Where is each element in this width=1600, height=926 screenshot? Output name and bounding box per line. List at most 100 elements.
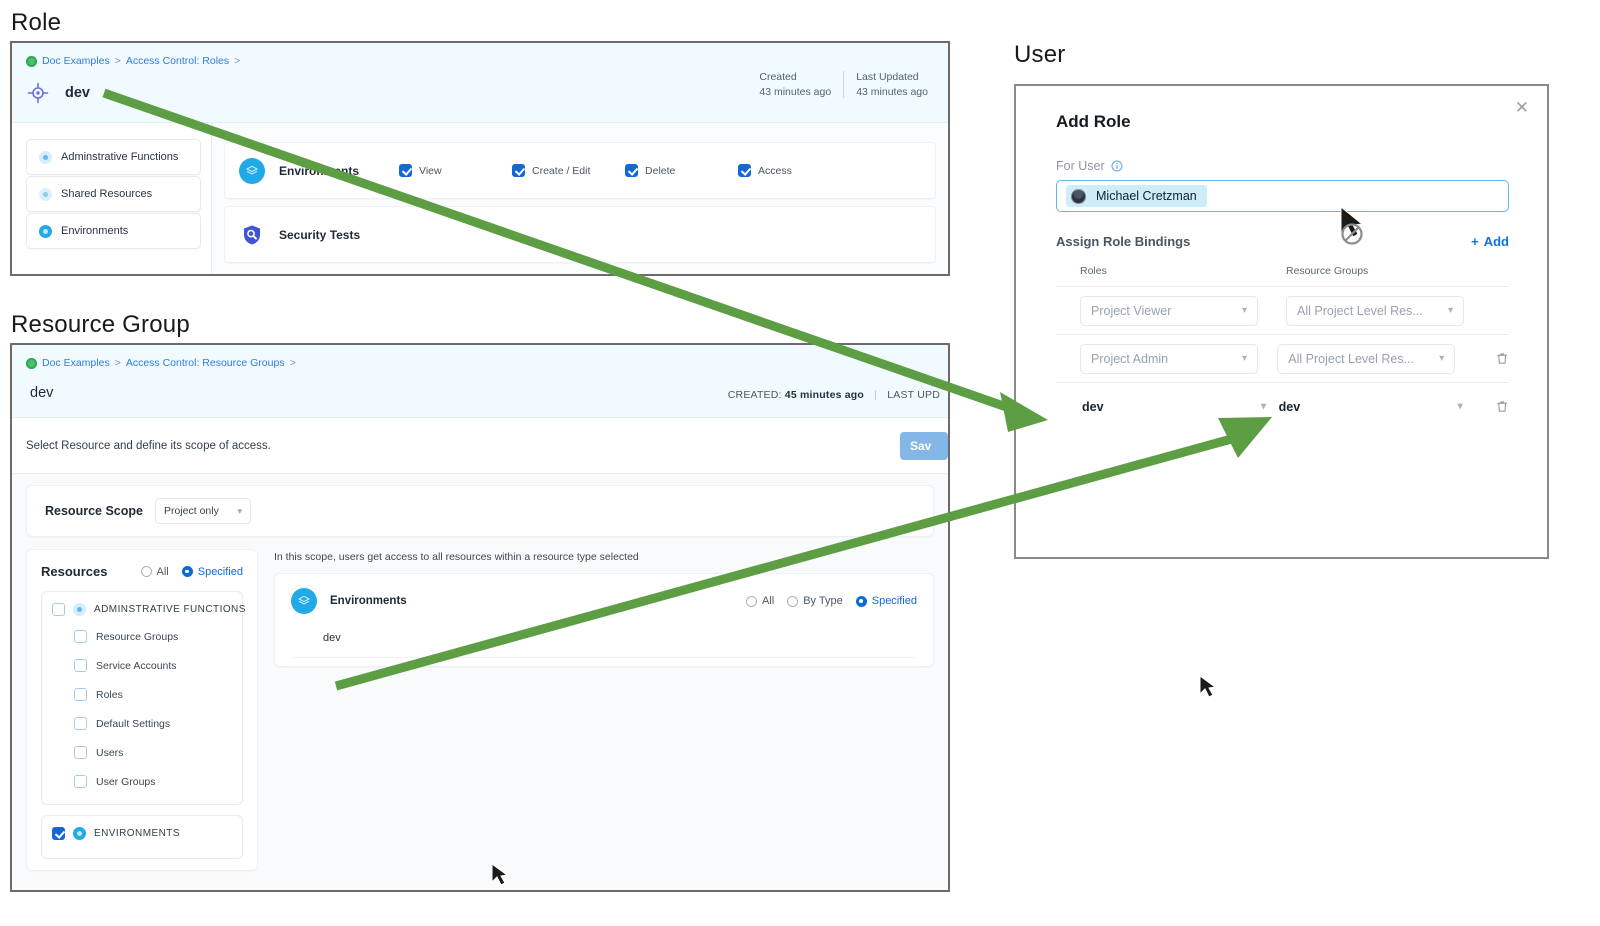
meta-created: Created 43 minutes ago (747, 71, 843, 98)
delete-icon[interactable] (1495, 398, 1509, 415)
checkbox-access[interactable]: Access (738, 164, 851, 177)
permission-row-environments[interactable]: Environments View Create / Edit Delet (224, 142, 936, 199)
chevron-down-icon: ▾ (1447, 305, 1453, 316)
permission-row-security-tests[interactable]: Security Tests (224, 206, 936, 263)
list-item[interactable]: Roles (74, 680, 232, 709)
user-chip[interactable]: Michael Cretzman (1066, 185, 1207, 207)
item-checkbox[interactable] (74, 630, 87, 643)
breadcrumb-sep: > (114, 55, 121, 67)
meta-updated-value: 43 minutes ago (856, 86, 928, 98)
resource-group-columns: Resources All Specified (26, 549, 934, 871)
meta-created-label: CREATED: (727, 389, 782, 401)
breadcrumb: Doc Examples > Access Control: Resource … (26, 357, 934, 369)
radio-by-type[interactable]: By Type (787, 595, 843, 607)
radio-circle-icon (787, 595, 799, 607)
checkbox-label: View (419, 164, 442, 177)
resource-scope-value: Project only (163, 505, 219, 517)
resources-header: Resources All Specified (41, 564, 243, 579)
list-item[interactable]: User Groups (74, 767, 232, 796)
meta-separator: | (874, 389, 878, 401)
environments-scope-row: Environments All By Type (291, 588, 917, 614)
item-checkbox[interactable] (74, 688, 87, 701)
checkbox-label: Access (758, 164, 792, 177)
checkbox-box (399, 164, 413, 177)
role-select[interactable]: Project Admin ▾ (1080, 343, 1258, 374)
meta-created-value: 43 minutes ago (759, 86, 832, 98)
save-button[interactable]: Sav (900, 432, 948, 460)
breadcrumb-section[interactable]: Access Control: Resource Groups (125, 357, 285, 369)
selected-environment-value: dev (323, 632, 341, 644)
item-label: Default Settings (96, 717, 171, 730)
list-item[interactable]: Service Accounts (74, 651, 232, 680)
radio-all[interactable]: All (745, 595, 774, 607)
close-icon[interactable]: ✕ (1514, 98, 1529, 117)
resource-scope-select[interactable]: Project only ▾ (154, 498, 251, 524)
for-user-input[interactable]: Michael Cretzman (1056, 180, 1509, 212)
breadcrumb-root[interactable]: Doc Examples (42, 55, 110, 67)
meta-created-label: Created (759, 71, 797, 83)
radio-circle-icon (855, 595, 867, 607)
add-label: Add (1483, 234, 1509, 249)
plus-icon: + (1471, 234, 1479, 249)
resource-group-select[interactable]: dev ▾ (1277, 392, 1473, 422)
radio-all[interactable]: All (140, 566, 169, 578)
group-checkbox[interactable] (52, 603, 65, 616)
info-icon[interactable] (1111, 160, 1123, 172)
for-user-row: For User (1056, 159, 1509, 173)
item-checkbox[interactable] (74, 659, 87, 672)
add-role-dialog: ✕ Add Role For User Michael Cretzman Ass… (1014, 84, 1549, 559)
resource-group-window: Doc Examples > Access Control: Resource … (10, 343, 950, 892)
checkbox-create-edit[interactable]: Create / Edit (512, 164, 625, 177)
chevron-down-icon: ▾ (1439, 353, 1445, 364)
role-value: dev (1082, 399, 1104, 414)
radio-circle-icon (745, 595, 757, 607)
environments-mode-radio-group: All By Type Specified (745, 595, 917, 607)
sidebar-item-administrative-functions[interactable]: Adminstrative Functions (26, 139, 201, 175)
role-category-list: Adminstrative Functions Shared Resources… (12, 123, 212, 274)
role-value: Project Admin (1091, 351, 1169, 366)
sidebar-item-environments[interactable]: Environments (26, 213, 201, 249)
item-checkbox[interactable] (74, 717, 87, 730)
delete-icon[interactable] (1495, 350, 1509, 367)
for-user-label: For User (1056, 159, 1105, 173)
breadcrumb-root[interactable]: Doc Examples (42, 357, 110, 369)
radio-specified[interactable]: Specified (855, 595, 917, 607)
list-item[interactable]: Default Settings (74, 709, 232, 738)
permission-checkbox-group: View Create / Edit Delete Access (399, 164, 851, 177)
table-row[interactable]: dev ▾ dev ▾ (1056, 382, 1509, 430)
group-header[interactable]: ENVIRONMENTS (52, 827, 232, 840)
item-checkbox[interactable] (74, 746, 87, 759)
group-header[interactable]: ADMINSTRATIVE FUNCTIONS (52, 603, 245, 616)
radio-label: Specified (197, 565, 243, 578)
chevron-down-icon: ▾ (237, 505, 242, 516)
table-row[interactable]: Project Viewer ▾ All Project Level Res..… (1056, 286, 1509, 334)
resource-group-select[interactable]: All Project Level Res... ▾ (1286, 295, 1464, 326)
checkbox-box (512, 164, 526, 177)
radio-circle-icon (140, 566, 152, 577)
radio-circle-icon (181, 566, 193, 577)
table-row[interactable]: Project Admin ▾ All Project Level Res...… (1056, 334, 1509, 382)
add-binding-button[interactable]: + Add (1471, 234, 1509, 249)
checkbox-view[interactable]: View (399, 164, 512, 177)
list-item[interactable]: Users (74, 738, 232, 767)
checkbox-delete[interactable]: Delete (625, 164, 738, 177)
list-item[interactable]: Resource Groups (74, 622, 232, 651)
resource-scope-label: Resource Scope (45, 504, 143, 518)
radio-label: Specified (871, 595, 917, 607)
item-checkbox[interactable] (74, 775, 87, 788)
radio-specified[interactable]: Specified (181, 565, 243, 578)
sidebar-item-shared-resources[interactable]: Shared Resources (26, 176, 201, 212)
item-label: User Groups (96, 775, 156, 788)
role-bindings-header: Assign Role Bindings + Add (1056, 234, 1509, 249)
checkbox-label: Delete (645, 164, 676, 177)
meta-updated-label: LAST UPD (887, 389, 940, 401)
checkbox-label: Create / Edit (532, 164, 591, 177)
resource-group-select[interactable]: All Project Level Res... ▾ (1277, 343, 1456, 374)
group-checkbox[interactable] (52, 827, 65, 840)
environments-icon (239, 157, 265, 184)
role-select[interactable]: dev ▾ (1080, 392, 1276, 422)
avatar (1071, 188, 1086, 204)
breadcrumb-section[interactable]: Access Control: Roles (125, 55, 230, 67)
caption-user: User (1014, 41, 1066, 68)
role-select[interactable]: Project Viewer ▾ (1080, 295, 1258, 326)
